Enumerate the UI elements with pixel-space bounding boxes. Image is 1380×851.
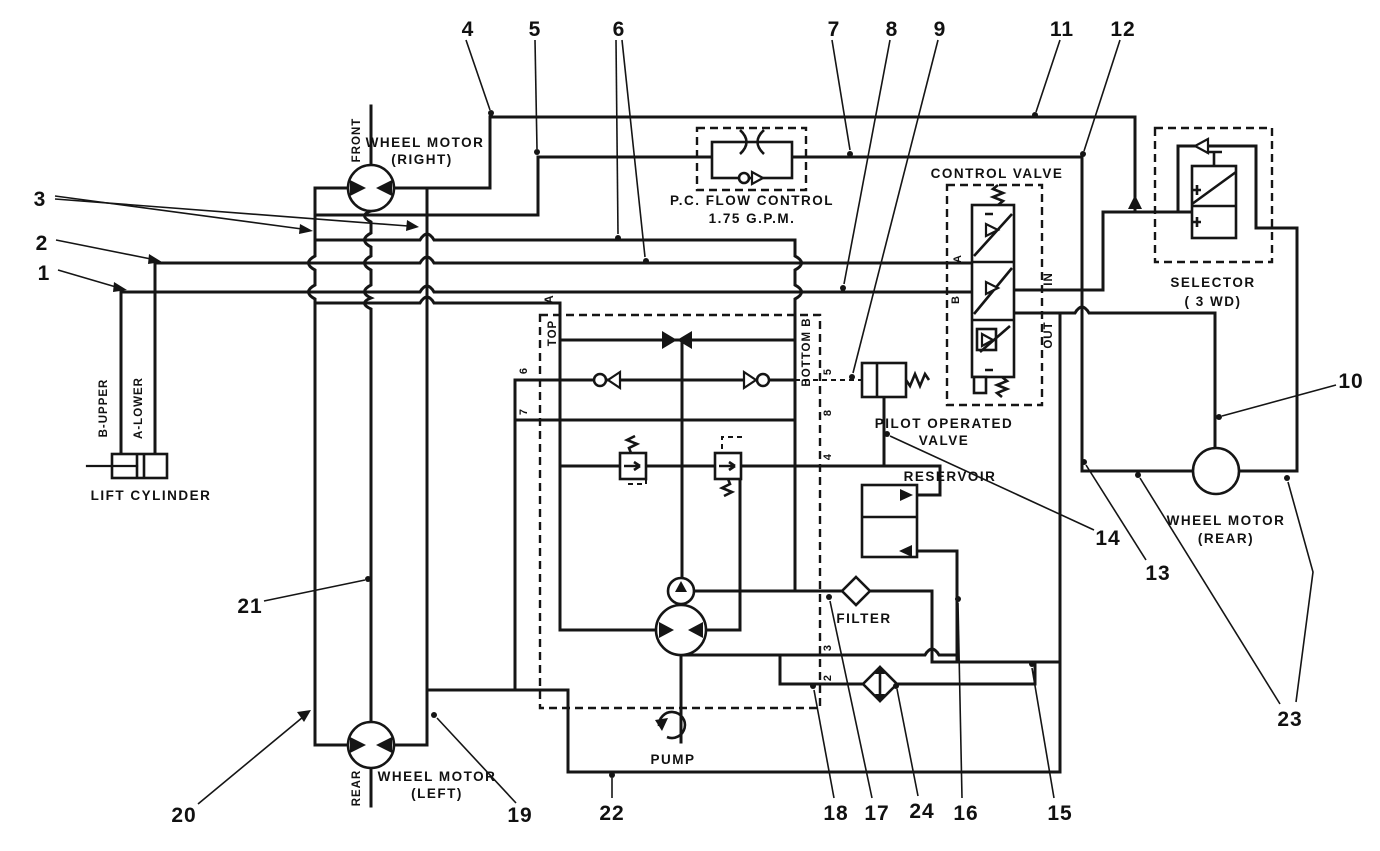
label-pilot-valve: VALVE [919, 433, 970, 448]
callout-16: 16 [953, 802, 978, 825]
label-port-7: 7 [518, 409, 530, 415]
filter-symbol [840, 575, 872, 607]
label-filter: FILTER [836, 611, 891, 626]
callout-leaders [54, 39, 1337, 805]
callout-22: 22 [599, 802, 624, 825]
callout-15: 15 [1047, 802, 1072, 825]
relief-valve-icon [618, 434, 648, 485]
lift-cylinder-symbol [85, 452, 169, 480]
plumbing-lines [119, 104, 1299, 808]
label-bottom-b: BOTTOM B [801, 317, 813, 386]
label-wheel-motor-left-sub: (LEFT) [411, 786, 463, 801]
label-port-6: 6 [518, 368, 530, 374]
motor-arrow-icon [376, 180, 392, 196]
pc-flow-control-symbol [695, 126, 808, 192]
control-valve-symbol [945, 183, 1044, 407]
flow-arrow-icon [1128, 195, 1142, 209]
callout-4: 4 [462, 18, 475, 41]
callout-17: 17 [864, 802, 889, 825]
callout-6: 6 [613, 18, 626, 41]
callout-2: 2 [36, 232, 49, 255]
wheel-motor-left-symbol [346, 720, 396, 770]
label-front: FRONT [351, 118, 363, 163]
callout-10: 10 [1338, 370, 1363, 393]
relief-valve-icon [713, 436, 743, 498]
transmission-boundary [538, 313, 822, 710]
callout-7: 7 [828, 18, 841, 41]
label-top-a: A [544, 294, 556, 303]
flow-arrow-icon [900, 489, 913, 501]
callout-24: 24 [909, 800, 934, 823]
callout-8: 8 [886, 18, 899, 41]
label-in: IN [1043, 272, 1055, 286]
label-port-4: 4 [822, 453, 834, 460]
charge-pump-symbol [666, 576, 696, 606]
callout-3: 3 [34, 188, 47, 211]
label-port-5: 5 [822, 369, 834, 375]
label-a-lower: A-LOWER [133, 377, 145, 439]
label-pump: PUMP [650, 752, 695, 767]
label-cv-a: A [952, 255, 964, 263]
label-top: TOP [547, 320, 559, 346]
callout-12: 12 [1110, 18, 1135, 41]
label-wheel-motor-right: WHEEL MOTOR [366, 135, 485, 150]
label-selector-3wd: ( 3 WD) [1185, 294, 1242, 309]
throttle-icon [739, 129, 765, 155]
check-valve-icon [750, 170, 766, 186]
selector-symbol [1153, 126, 1274, 264]
callout-11: 11 [1050, 18, 1074, 41]
label-cv-b: B [950, 296, 962, 304]
callout-13: 13 [1145, 562, 1170, 585]
pilot-operated-valve-symbol [860, 361, 931, 399]
label-b-upper: B-UPPER [98, 379, 110, 438]
callout-5: 5 [529, 18, 542, 41]
label-port-2: 2 [822, 675, 834, 681]
motor-arrow-icon [350, 180, 366, 196]
label-wheel-motor-rear: WHEEL MOTOR [1167, 513, 1286, 528]
cooler-symbol [861, 665, 899, 703]
callout-18: 18 [823, 802, 848, 825]
spring-icon [993, 375, 1011, 399]
callout-20: 20 [171, 804, 196, 827]
callout-9: 9 [934, 18, 947, 41]
check-valve-icon [1192, 137, 1210, 155]
pump-symbol [654, 603, 708, 740]
callout-23: 23 [1277, 708, 1302, 731]
label-wheel-motor-left: WHEEL MOTOR [378, 769, 497, 784]
rotation-arrow-icon [657, 710, 687, 740]
label-port-3: 3 [822, 645, 834, 651]
wheel-motor-rear-symbol [1191, 446, 1241, 496]
check-valve-icon [737, 171, 751, 185]
flow-arrow-icon [899, 545, 912, 557]
label-lift-cylinder: LIFT CYLINDER [91, 488, 212, 503]
callout-21: 21 [237, 595, 262, 618]
wheel-motor-right-symbol [346, 163, 396, 213]
motor-arrow-icon [376, 737, 392, 753]
label-pc-flow-gpm: 1.75 G.P.M. [709, 211, 796, 226]
callout-19: 19 [507, 804, 532, 827]
callout-14: 14 [1095, 527, 1120, 550]
spring-icon [989, 183, 1007, 207]
reservoir-symbol [860, 483, 919, 559]
label-port-8: 8 [822, 410, 834, 416]
check-valve-icon [592, 369, 622, 391]
label-reservoir: RESERVOIR [904, 469, 997, 484]
label-pc-flow-control: P.C. FLOW CONTROL [670, 193, 834, 208]
label-out: OUT [1043, 321, 1055, 348]
rotation-arrow-icon [655, 718, 668, 731]
label-wheel-motor-right-sub: (RIGHT) [391, 152, 453, 167]
label-pilot-operated: PILOT OPERATED [875, 416, 1014, 431]
label-control-valve: CONTROL VALVE [931, 166, 1064, 181]
label-wheel-motor-rear-sub: (REAR) [1198, 531, 1254, 546]
shutoff-valve-icon [662, 331, 692, 349]
motor-arrow-icon [350, 737, 366, 753]
label-selector: SELECTOR [1170, 275, 1255, 290]
label-rear: REAR [351, 770, 363, 807]
callout-1: 1 [38, 262, 51, 285]
check-valve-icon [742, 369, 771, 391]
